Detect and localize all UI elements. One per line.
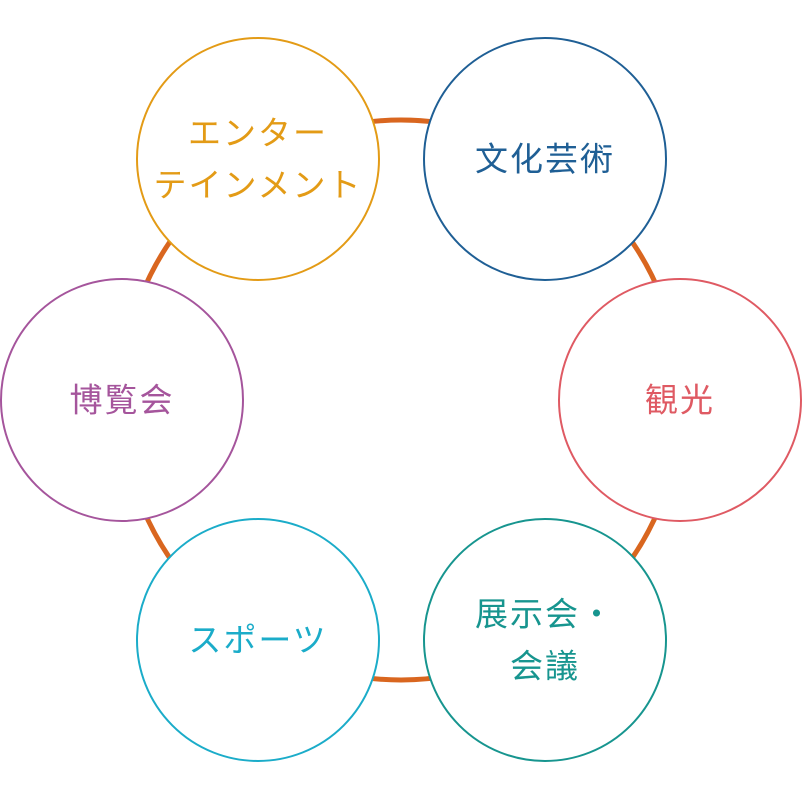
node-culture-arts: 文化芸術 bbox=[423, 37, 667, 281]
node-circle-expo bbox=[0, 278, 244, 522]
node-circle-culture-arts bbox=[423, 37, 667, 281]
node-label-tourism-line-1: 観光 bbox=[645, 381, 715, 420]
node-circle-exhibitions bbox=[423, 518, 667, 762]
node-label-exhibitions-line-1: 展示会・ bbox=[475, 595, 615, 634]
node-label-entertainment-line-1: エンター bbox=[188, 114, 328, 153]
node-label-exhibitions-line-2: 会議 bbox=[510, 647, 580, 686]
node-sports: スポーツ bbox=[136, 518, 380, 762]
node-label-entertainment-line-2: テインメント bbox=[153, 166, 362, 205]
node-label-sports-line-1: スポーツ bbox=[188, 621, 327, 660]
node-circle-tourism bbox=[558, 278, 802, 522]
node-tourism: 観光 bbox=[558, 278, 802, 522]
node-exhibitions: 展示会・会議 bbox=[423, 518, 667, 762]
node-circle-entertainment bbox=[136, 37, 380, 281]
node-circle-sports bbox=[136, 518, 380, 762]
node-label-expo-line-1: 博覧会 bbox=[70, 381, 175, 420]
node-label-culture-arts-line-1: 文化芸術 bbox=[475, 140, 615, 179]
node-expo: 博覧会 bbox=[0, 278, 244, 522]
